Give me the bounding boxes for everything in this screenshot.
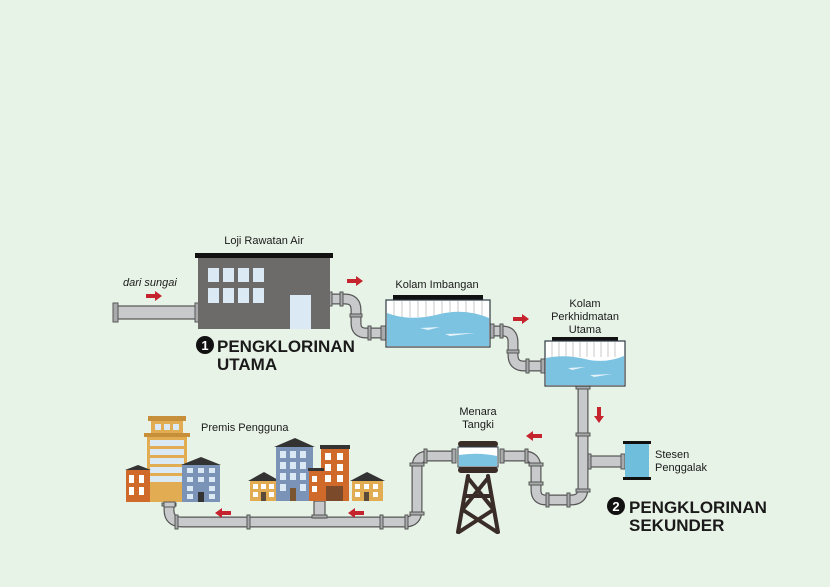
booster-station (623, 441, 651, 480)
stage-number-badge (196, 336, 214, 354)
stage-number: 1 (201, 338, 208, 353)
stage-title-line2: UTAMA (217, 355, 277, 374)
tower-label-line2: Tangki (462, 419, 494, 431)
pipe-to-booster-station (587, 453, 626, 470)
plant-door (290, 295, 311, 329)
source-label: dari sungai (123, 277, 177, 289)
premises-left-cluster (125, 416, 221, 508)
booster-label-line1: Stesen (655, 449, 689, 461)
premises-right-cluster (248, 438, 385, 501)
arrow-left-icon (215, 508, 231, 518)
water-tower (456, 441, 500, 534)
stage-number-badge (607, 497, 625, 515)
stage-number: 2 (612, 499, 619, 514)
intake-pipe (112, 302, 201, 323)
service-pond-label-line1: Kolam (569, 298, 600, 310)
balancing-pond-label: Kolam Imbangan (395, 279, 478, 291)
arrow-right-icon (146, 291, 162, 301)
main-service-pond (544, 337, 626, 387)
plant-label: Loji Rawatan Air (224, 235, 304, 247)
stage-title-line1: PENGKLORINAN (629, 498, 767, 517)
stage-title-line1: PENGKLORINAN (217, 337, 355, 356)
stage-title-line2: SEKUNDER (629, 516, 724, 535)
service-pond-label-line3: Utama (569, 324, 602, 336)
booster-label-line2: Penggalak (655, 462, 707, 474)
plant-windows (208, 268, 264, 303)
water-treatment-plant (195, 253, 333, 329)
service-pond-label-line2: Perkhidmatan (551, 311, 619, 323)
arrow-right-icon (347, 276, 363, 286)
balancing-pond (385, 295, 491, 348)
stage-primary-chlorination: 1 PENGKLORINAN UTAMA (196, 336, 355, 374)
arrow-right-icon (513, 314, 529, 324)
flow-arrows (146, 276, 604, 518)
tower-label-line1: Menara (459, 406, 497, 418)
pipe-balancing-to-service-pond (489, 323, 546, 374)
pipe-tower-to-premises (161, 448, 457, 530)
pipe-plant-to-balancing-pond (326, 291, 387, 341)
arrow-down-icon (594, 407, 604, 423)
pipe-service-pond-down (499, 384, 591, 508)
arrow-left-icon (348, 508, 364, 518)
premises-label: Premis Pengguna (201, 422, 289, 434)
stage-secondary-chlorination: 2 PENGKLORINAN SEKUNDER (607, 497, 767, 535)
arrow-left-icon (526, 431, 542, 441)
